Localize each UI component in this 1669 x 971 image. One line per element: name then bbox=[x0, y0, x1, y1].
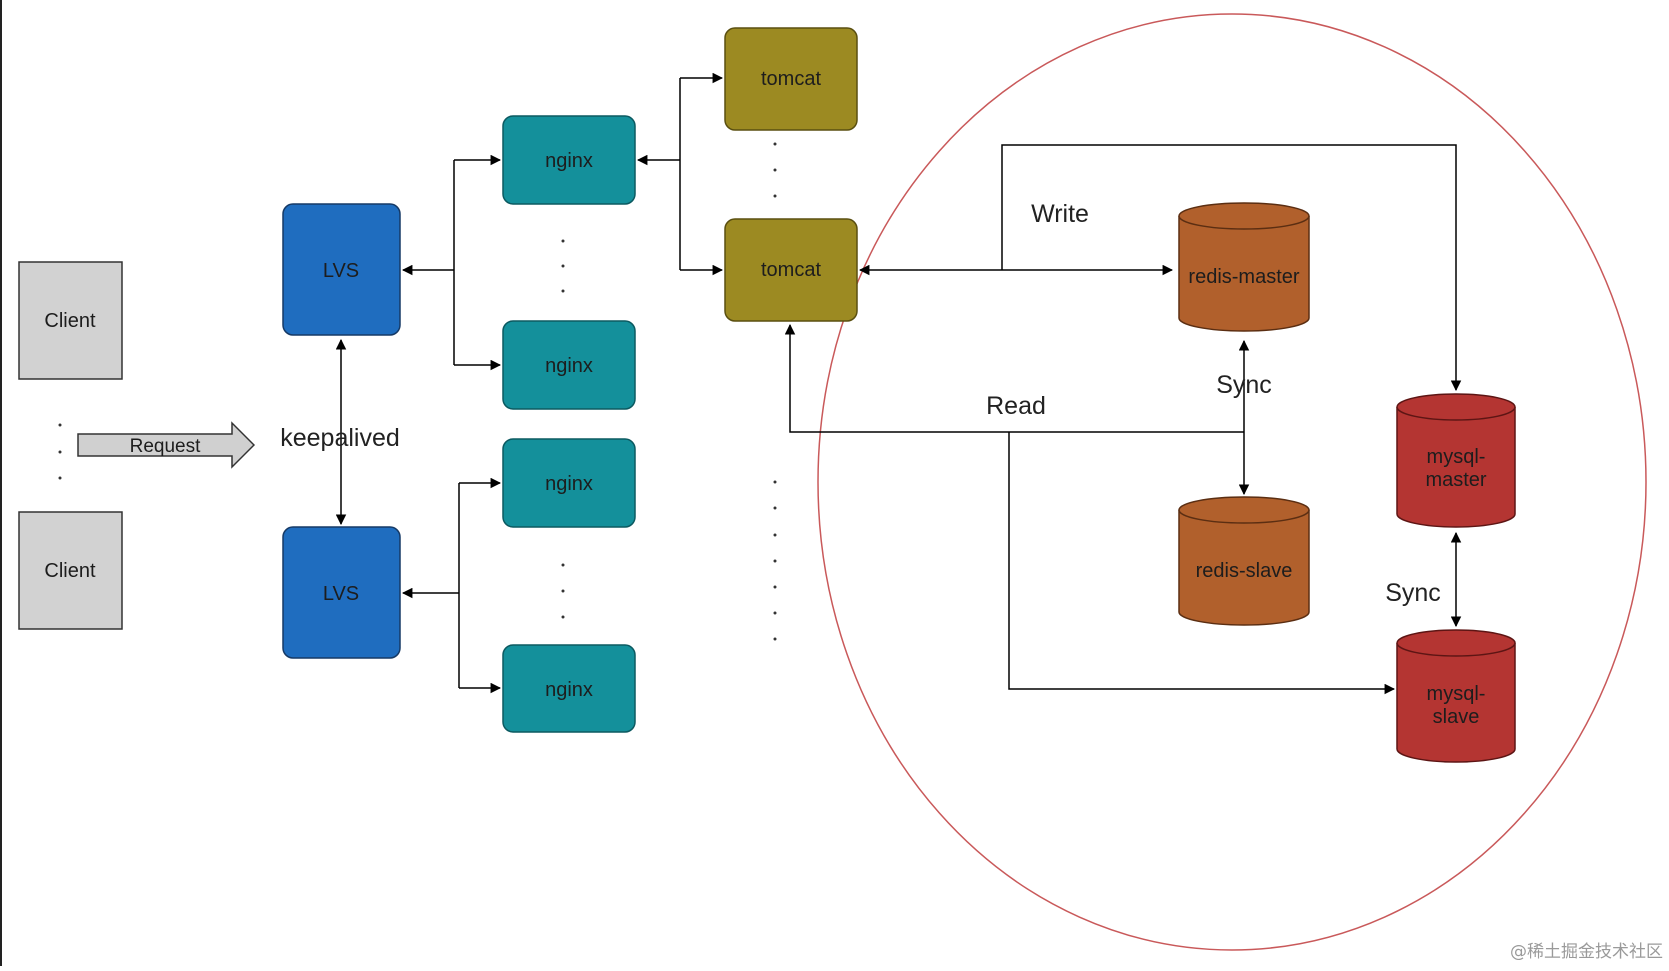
client-bottom: Client bbox=[18, 511, 123, 630]
tomcat-1: tomcat bbox=[724, 27, 858, 131]
read-path bbox=[784, 323, 1396, 695]
mysql-master-label-2: master bbox=[1425, 469, 1486, 491]
tomcat-2: tomcat bbox=[724, 218, 858, 322]
nginx-2: nginx bbox=[502, 320, 636, 410]
nginx-tomcat-connectors bbox=[636, 72, 724, 276]
lvs-bottom: LVS bbox=[282, 526, 401, 659]
lvs-bottom-nginx-connectors bbox=[401, 477, 502, 694]
nginx-ellipsis bbox=[561, 239, 565, 619]
mysql-slave-db: mysql- slave bbox=[1396, 629, 1516, 763]
mysql-master-label-1: mysql- bbox=[1427, 446, 1486, 468]
lvs-top: LVS bbox=[282, 203, 401, 336]
redis-slave-label: redis-slave bbox=[1196, 560, 1293, 582]
client-top: Client bbox=[18, 261, 123, 380]
tomcat-ellipsis bbox=[773, 142, 777, 641]
lvs-bottom-label: LVS bbox=[323, 583, 359, 605]
write-path bbox=[858, 144, 1462, 392]
client-bottom-label: Client bbox=[44, 560, 96, 582]
mysql-slave-label-2: slave bbox=[1433, 706, 1480, 728]
nginx-3-label: nginx bbox=[545, 473, 593, 495]
read-label: Read bbox=[986, 392, 1046, 420]
watermark-text: @稀土掘金技术社区 bbox=[1510, 942, 1663, 962]
mysql-master-db: mysql- master bbox=[1396, 393, 1516, 528]
tomcat-2-label: tomcat bbox=[761, 259, 821, 281]
redis-master-label: redis-master bbox=[1188, 266, 1299, 288]
mysql-sync-label: Sync bbox=[1385, 579, 1441, 607]
redis-sync-label: Sync bbox=[1216, 371, 1272, 399]
lvs-top-nginx-connectors bbox=[401, 154, 502, 371]
client-ellipsis bbox=[58, 423, 62, 480]
nginx-1: nginx bbox=[502, 115, 636, 205]
redis-master-db: redis-master bbox=[1178, 202, 1310, 332]
request-label: Request bbox=[130, 436, 201, 457]
nginx-4: nginx bbox=[502, 644, 636, 733]
tomcat-1-label: tomcat bbox=[761, 68, 821, 90]
nginx-1-label: nginx bbox=[545, 150, 593, 172]
data-layer-circle bbox=[817, 13, 1647, 951]
keepalived-label: keepalived bbox=[280, 424, 400, 452]
nginx-2-label: nginx bbox=[545, 355, 593, 377]
nginx-4-label: nginx bbox=[545, 679, 593, 701]
request-arrow: Request bbox=[77, 421, 256, 469]
redis-slave-db: redis-slave bbox=[1178, 496, 1310, 626]
client-top-label: Client bbox=[44, 310, 96, 332]
lvs-top-label: LVS bbox=[323, 260, 359, 282]
mysql-slave-label-1: mysql- bbox=[1427, 683, 1486, 705]
nginx-3: nginx bbox=[502, 438, 636, 528]
write-label: Write bbox=[1031, 200, 1089, 228]
